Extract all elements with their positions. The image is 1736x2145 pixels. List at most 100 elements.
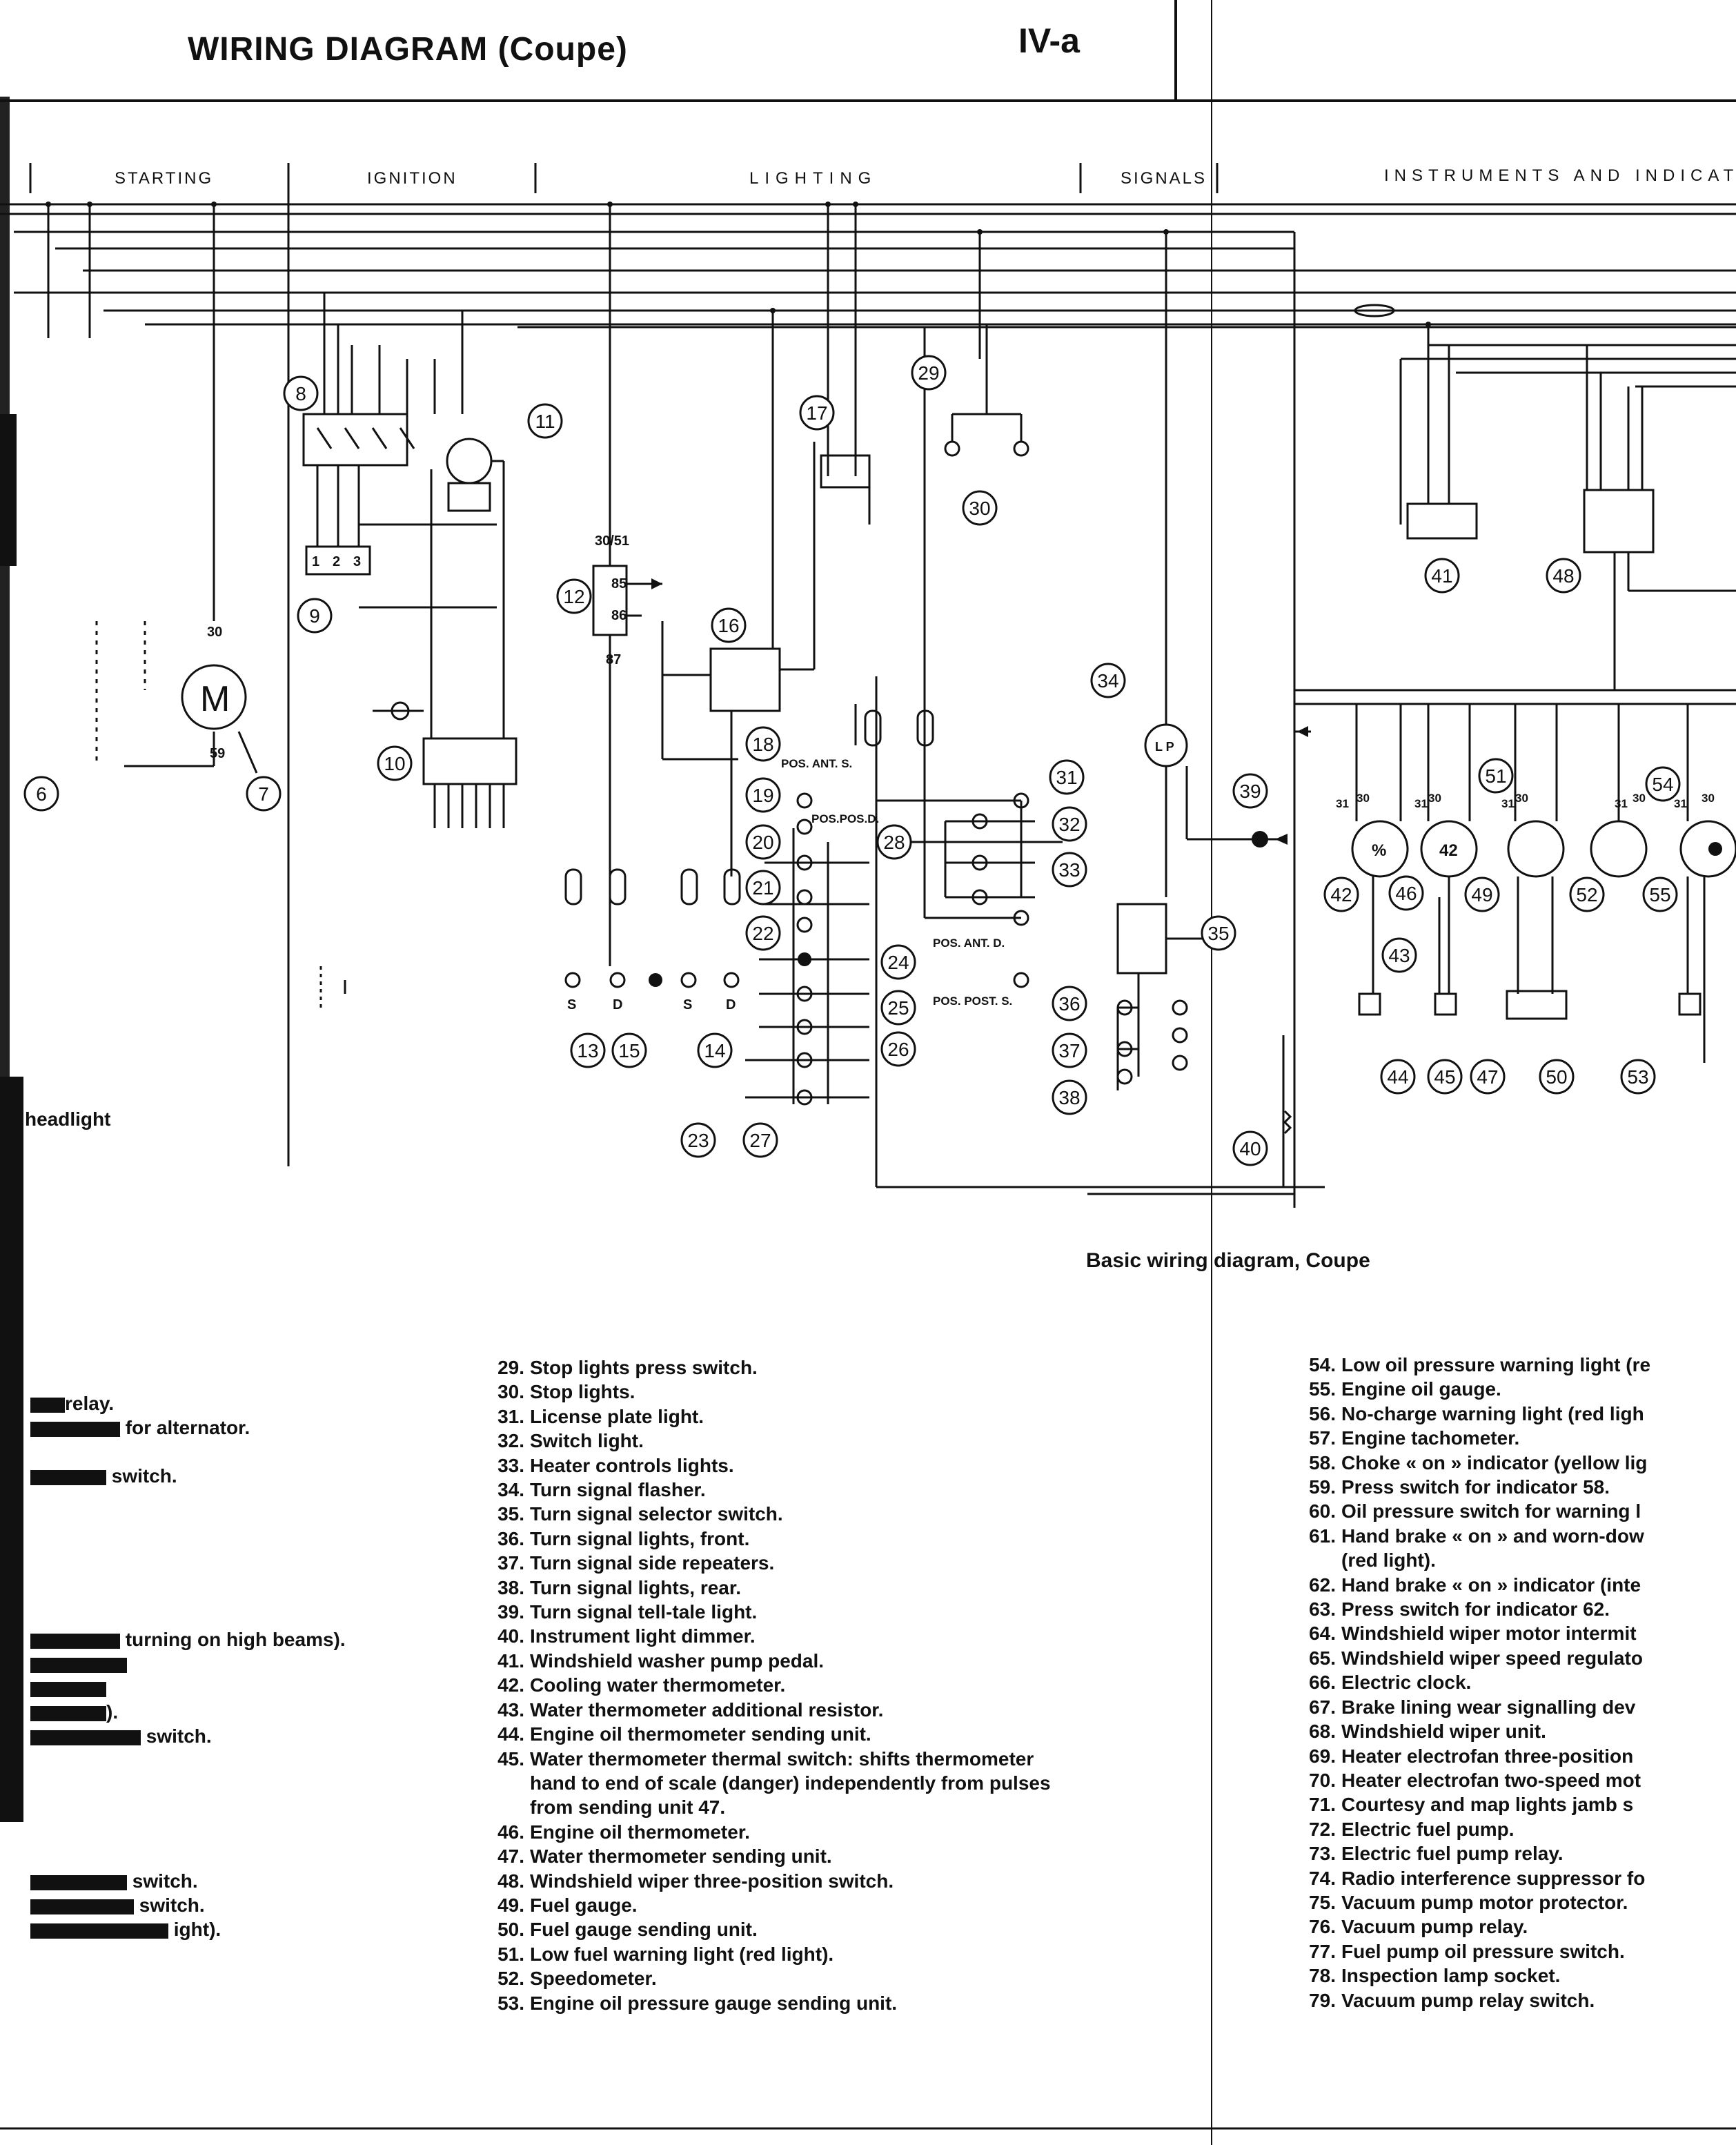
component-callout: 22	[745, 915, 781, 951]
legend-entry-text: Electric fuel pump.	[1341, 1818, 1515, 1840]
callout-number: 45	[1434, 1066, 1455, 1088]
legend-entry-text: Turn signal flasher.	[530, 1479, 706, 1501]
legend-entry-text: Courtesy and map lights jamb s	[1341, 1794, 1634, 1816]
callout-circle	[1052, 852, 1087, 888]
legend-left-fragments: switch. switch. ight).	[30, 1869, 221, 1941]
legend-entry-text: Turn signal tell-tale light.	[530, 1601, 758, 1623]
legend-entry-number: 61.	[1309, 1525, 1336, 1547]
legend-entry-number: 64.	[1309, 1623, 1336, 1645]
callout-number: 13	[577, 1040, 598, 1061]
legend-entry-text: Turn signal lights, rear.	[530, 1576, 741, 1598]
legend-entry: 64.Windshield wiper motor intermit	[1294, 1621, 1650, 1645]
legend-entry: 74.Radio interference suppressor fo	[1294, 1866, 1650, 1890]
legend-entry-text: Water thermometer additional resistor.	[530, 1698, 884, 1721]
callout-number: 47	[1477, 1066, 1498, 1088]
page-title: WIRING DIAGRAM (Coupe)	[188, 31, 628, 68]
legend-entry: 36.Turn signal lights, front.	[483, 1527, 1051, 1551]
callout-number: 19	[752, 785, 773, 806]
legend-entry: 61.Hand brake « on » and worn-dow	[1294, 1524, 1650, 1548]
legend-fragment: switch.	[30, 1464, 250, 1488]
legend-entry-text: Vacuum pump motor protector.	[1341, 1891, 1628, 1913]
pin-label-30: 30	[1515, 792, 1528, 805]
callout-number: 38	[1058, 1087, 1080, 1108]
legend-entry: 43. Water thermometer additional resistor…	[483, 1698, 1051, 1722]
legend-entry-number: 47.	[497, 1845, 524, 1868]
callout-circle	[556, 578, 592, 614]
callout-number: 37	[1058, 1040, 1080, 1061]
component-callout: 39	[1232, 773, 1268, 809]
component-callout: 12	[556, 578, 592, 614]
legend-entry-number: 60.	[1309, 1500, 1336, 1522]
legend-entry: 70.Heater electrofan two-speed mot	[1294, 1768, 1650, 1792]
component-callout: 49	[1464, 876, 1500, 912]
callout-circle	[745, 726, 781, 762]
section-label-lighting: LIGHTING	[749, 169, 877, 188]
component-callout: 33	[1052, 852, 1087, 888]
legend-entry-number: 65.	[1309, 1647, 1336, 1669]
starter-motor-symbol: M	[200, 679, 230, 719]
legend-entry-number: 37.	[497, 1552, 524, 1574]
callout-number: 35	[1207, 923, 1229, 944]
legend-entry-text: Press switch for indicator 58.	[1341, 1476, 1610, 1498]
legend-entry-text: Stop lights.	[530, 1381, 635, 1403]
callout-circle	[283, 375, 319, 411]
legend-entry-number: 43.	[497, 1698, 524, 1721]
component-callout: 44	[1380, 1059, 1416, 1095]
legend-entry: 71.Courtesy and map lights jamb s	[1294, 1792, 1650, 1816]
legend-entry-text: Engine oil pressure gauge sending unit.	[530, 1992, 898, 2014]
callout-circle	[880, 1031, 916, 1067]
legend-entry: 60.Oil pressure switch for warning l	[1294, 1499, 1650, 1523]
callout-number: 8	[295, 383, 306, 404]
callout-circle	[1645, 766, 1681, 802]
legend-entry-text: Vacuum pump relay.	[1341, 1916, 1528, 1938]
legend-entry: 55.Engine oil gauge.	[1294, 1377, 1650, 1401]
callout-circle	[611, 1032, 647, 1068]
legend-entry-number: 35.	[497, 1503, 524, 1525]
legend-entry: 54.Low oil pressure warning light (re	[1294, 1353, 1650, 1377]
legend-entry-number: 53.	[497, 1992, 524, 2014]
legend-fragment: switch.	[30, 1893, 221, 1917]
callout-number: 18	[752, 734, 773, 755]
callout-number: 41	[1431, 565, 1452, 587]
callout-circle	[1201, 915, 1236, 951]
component-callout: 17	[799, 395, 835, 431]
callout-circle	[680, 1122, 716, 1158]
callout-number: 28	[883, 832, 905, 853]
callout-circle	[1478, 758, 1514, 794]
legend-entry-number: 79.	[1309, 1989, 1336, 2011]
component-callout: 31	[1049, 759, 1085, 795]
callout-number: 23	[687, 1130, 709, 1151]
component-callout: 27	[742, 1122, 778, 1158]
callout-number: 46	[1395, 883, 1417, 904]
component-callout: 14	[697, 1032, 733, 1068]
callout-circle	[962, 490, 998, 526]
component-callout: 34	[1090, 663, 1126, 698]
callout-circle	[911, 355, 947, 391]
callout-number: 12	[563, 586, 584, 607]
callout-number: 50	[1546, 1066, 1567, 1088]
legend-entry-text: Cooling water thermometer.	[530, 1674, 786, 1696]
legend-entry-number: 70.	[1309, 1769, 1336, 1791]
component-callout: 38	[1052, 1079, 1087, 1115]
legend-fragment: relay.	[30, 1391, 250, 1416]
callout-number: 55	[1649, 884, 1670, 905]
component-callout: 6	[23, 776, 59, 812]
legend-entry-text: No-charge warning light (red ligh	[1341, 1402, 1644, 1424]
legend-entry: 52.Speedometer.	[483, 1966, 1051, 1990]
legend-fragment: headlight	[25, 1108, 111, 1130]
legend-entry-number: 42.	[497, 1674, 524, 1696]
legend-entry-text: Turn signal side repeaters.	[530, 1552, 775, 1574]
legend-entry-number: 63.	[1309, 1598, 1336, 1620]
legend-entry: 41.Windshield washer pump pedal.	[483, 1649, 1051, 1673]
legend-entry-text: Windshield wiper three-position switch.	[530, 1870, 894, 1892]
callout-number: 44	[1387, 1066, 1408, 1088]
legend-fragment: for alternator.	[30, 1416, 250, 1440]
legend-entry-text: Hand brake « on » indicator (inte	[1341, 1574, 1641, 1596]
section-label-starting: STARTING	[115, 169, 213, 188]
legend-entry-text: Turn signal lights, front.	[530, 1527, 750, 1549]
legend-entry: 45.Water thermometer thermal switch: shi…	[483, 1747, 1051, 1771]
callout-circle	[297, 598, 333, 634]
legend-entry-text: Heater electrofan three-position	[1341, 1745, 1634, 1767]
component-callout: 21	[745, 870, 781, 905]
component-callout: 15	[611, 1032, 647, 1068]
